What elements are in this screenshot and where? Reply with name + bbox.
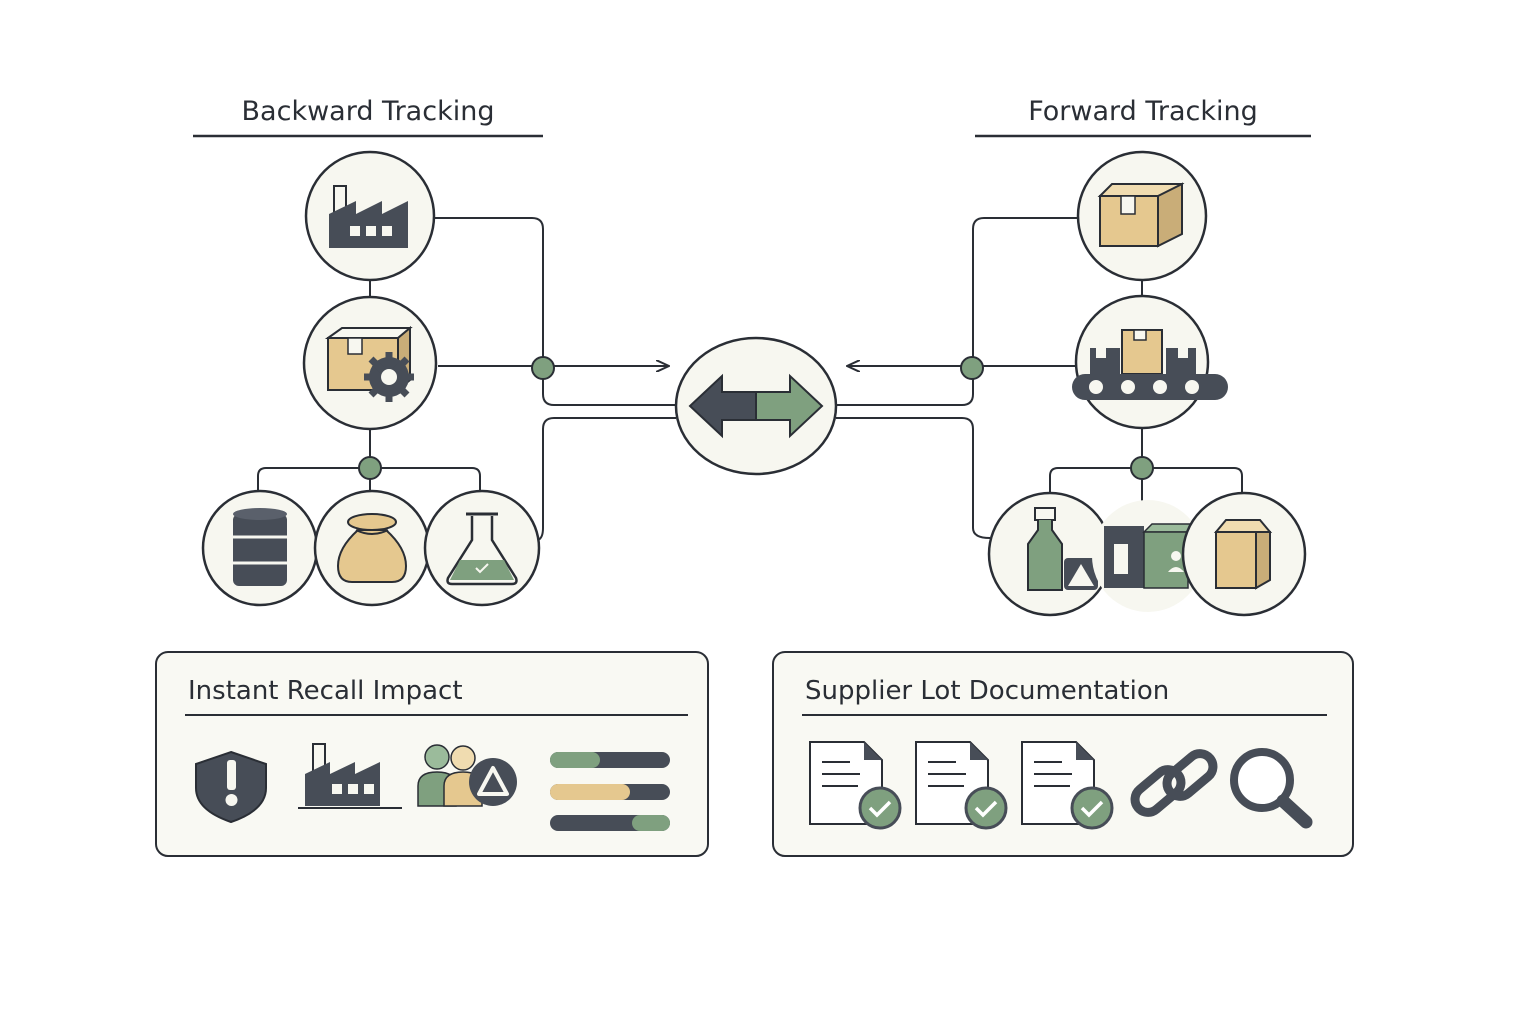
- node-flask: [423, 489, 541, 607]
- junction-dot-forward-products: [1130, 456, 1154, 480]
- connector-factory-hub: [434, 217, 676, 406]
- document-check-icon: [915, 741, 1008, 830]
- document-check-icon: [1021, 741, 1114, 830]
- node-sack: [313, 489, 431, 607]
- magnifier-icon: [1230, 748, 1313, 829]
- node-retail-products: [1092, 500, 1204, 612]
- supplier-panel-title: Supplier Lot Documentation: [805, 676, 1169, 706]
- carton-icon: [1213, 519, 1273, 590]
- chain-link-icon: [1130, 749, 1218, 817]
- node-center-hub: [674, 336, 838, 476]
- junction-dot-backward-main: [531, 356, 555, 380]
- consumers-alert-icon: [417, 744, 517, 807]
- connector-flask-hub: [537, 417, 676, 541]
- warning-shield-icon: [195, 750, 267, 824]
- recall-panel-title: Instant Recall Impact: [188, 676, 463, 706]
- box-icon: [1097, 182, 1185, 248]
- node-barrel: [201, 489, 319, 607]
- node-box: [1076, 150, 1208, 282]
- node-bottle: [987, 491, 1113, 617]
- node-carton: [1181, 491, 1307, 617]
- backward-tracking-header: Backward Tracking: [193, 96, 543, 138]
- flask-icon: [446, 512, 518, 586]
- bottle-icon: [1027, 507, 1098, 591]
- junction-dot-backward-raw: [358, 456, 382, 480]
- connector-box-hub: [836, 217, 1078, 406]
- bidirectional-arrow-icon: [688, 373, 824, 439]
- retail-products-icon: [1104, 523, 1198, 589]
- connector-products-hub: [836, 417, 991, 539]
- backward-tracking-title: Backward Tracking: [242, 96, 495, 127]
- barrel-icon: [233, 508, 287, 586]
- node-factory: [304, 150, 436, 282]
- forward-tracking-title: Forward Tracking: [1028, 96, 1258, 127]
- panel-supplier-lot-documentation: Supplier Lot Documentation: [772, 651, 1354, 857]
- panel-instant-recall-impact: Instant Recall Impact: [155, 651, 709, 857]
- document-check-icon: [809, 741, 902, 830]
- factory-icon: [329, 185, 408, 248]
- node-processing: [302, 295, 438, 431]
- sack-icon: [336, 513, 408, 583]
- progress-bars-icon: [550, 752, 670, 831]
- conveyor-icon: [1072, 329, 1228, 400]
- junction-dots: [358, 356, 1154, 480]
- junction-dot-forward-main: [960, 356, 984, 380]
- factory-icon: [298, 743, 402, 809]
- forward-tracking-header: Forward Tracking: [975, 96, 1311, 138]
- node-conveyor: [1072, 294, 1228, 430]
- package-processing-icon: [324, 325, 414, 402]
